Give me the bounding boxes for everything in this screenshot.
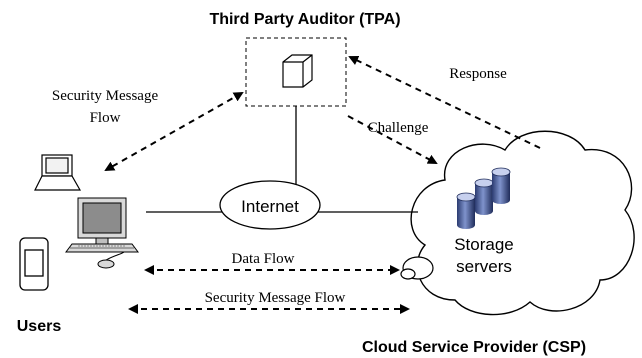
mobile-phone-icon: [19, 237, 49, 291]
tpa-box: [245, 37, 347, 107]
cloud-bubble-small: [400, 268, 416, 280]
internet-label: Internet: [241, 197, 299, 216]
security-flow-bottom-label: Security Message Flow: [205, 290, 346, 306]
response-arrow: [348, 55, 541, 149]
security-flow-top-arrow: [104, 92, 244, 171]
cube-icon: [282, 54, 313, 88]
laptop-icon: [34, 154, 82, 191]
security-flow-top-line1: Security Message: [52, 88, 159, 104]
tpa-title: Third Party Auditor (TPA): [209, 11, 400, 28]
database-cylinder-icon: [456, 167, 511, 229]
desktop-computer-icon: [65, 197, 139, 269]
challenge-label: Challenge: [368, 120, 429, 136]
storage-label-line1: Storage: [454, 235, 514, 254]
cloud-icon: [410, 130, 635, 316]
response-label: Response: [449, 66, 507, 82]
security-flow-top-line2: Flow: [90, 110, 121, 126]
challenge-arrow: [347, 115, 438, 164]
data-flow-label: Data Flow: [232, 251, 295, 267]
internet-node: [219, 180, 321, 230]
csp-label: Cloud Service Provider (CSP): [362, 339, 586, 356]
users-label: Users: [17, 318, 62, 335]
storage-label-line2: servers: [456, 257, 512, 276]
